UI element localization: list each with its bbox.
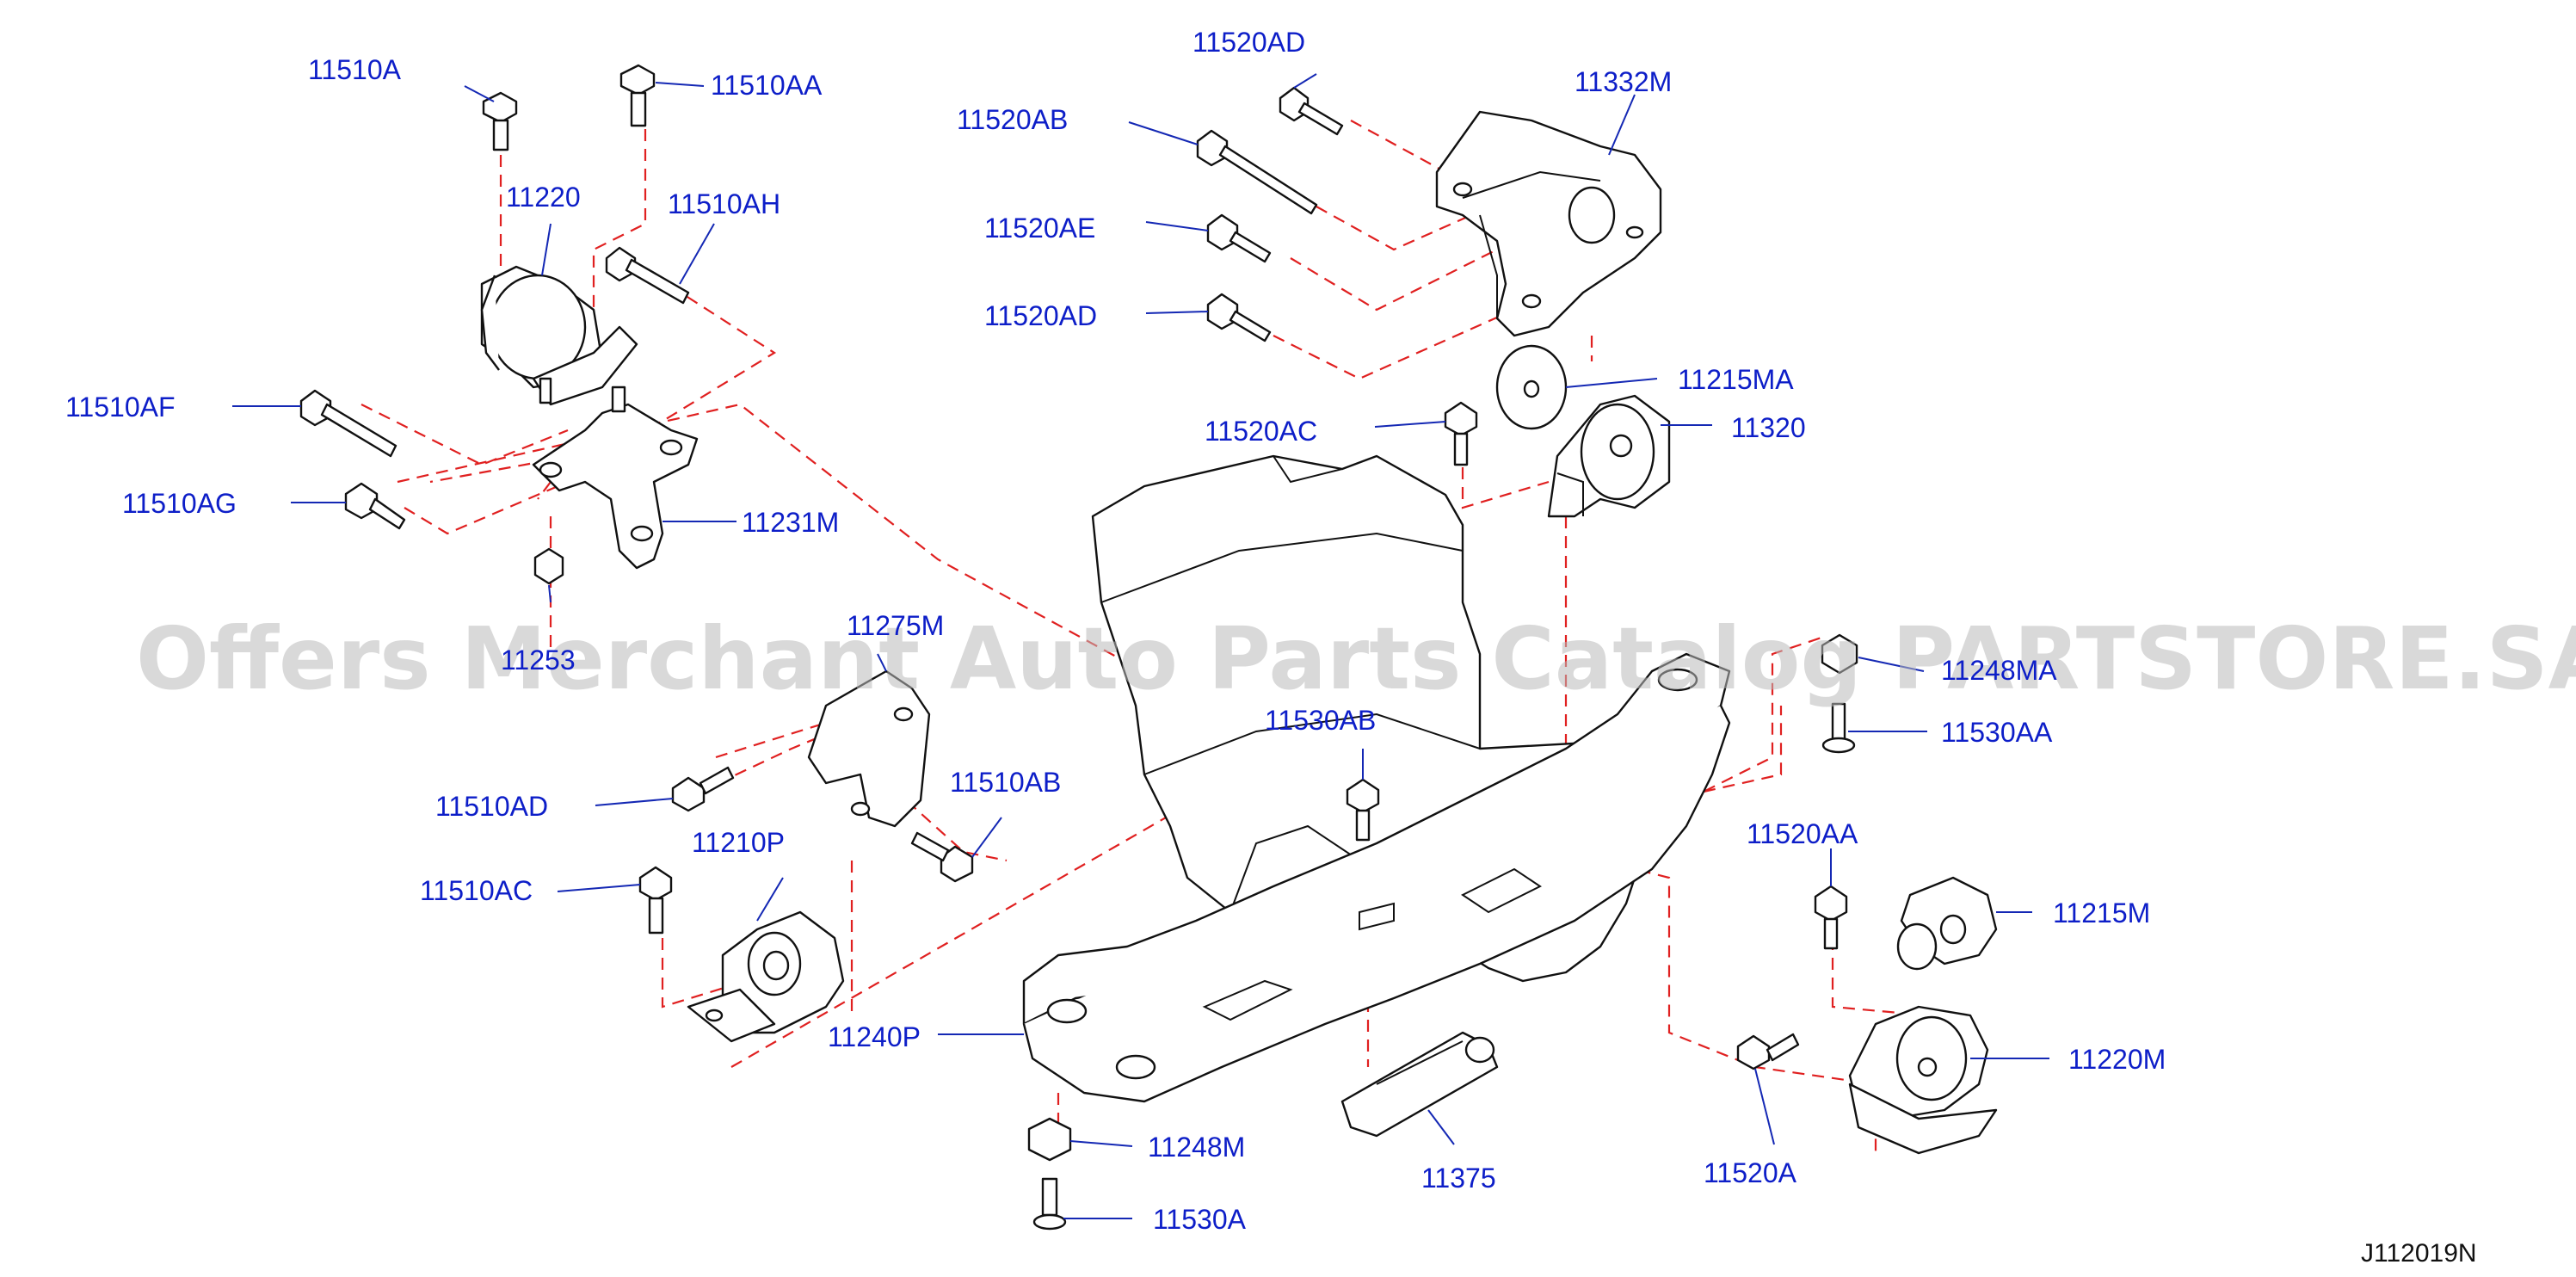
- leader-lines: [232, 73, 2049, 1219]
- label-11275M[interactable]: 11275M: [847, 610, 944, 641]
- bolt-11520AB: [1196, 129, 1318, 215]
- bolt-11510AG: [344, 482, 406, 530]
- bolt-11510AA: [619, 64, 656, 127]
- bolt-11510AD: [671, 766, 735, 812]
- label-11510AH[interactable]: 11510AH: [668, 188, 780, 219]
- washer-11215MA: [1495, 344, 1568, 430]
- label-11520A[interactable]: 11520A: [1704, 1157, 1797, 1188]
- mount-11320: [1547, 394, 1671, 518]
- torque-rod-11375: [1340, 1031, 1499, 1138]
- mount-11210P: [687, 910, 845, 1043]
- mount-11220M: [1848, 1005, 1998, 1155]
- mount-11215M: [1896, 876, 1998, 971]
- label-11510AB[interactable]: 11510AB: [950, 767, 1061, 798]
- dashed-assembly-lines: [361, 120, 1928, 1153]
- label-11215MA[interactable]: 11215MA: [1678, 364, 1794, 395]
- label-11510A[interactable]: 11510A: [308, 54, 402, 85]
- label-11530AA[interactable]: 11530AA: [1941, 717, 2053, 748]
- bracket-11275M: [807, 669, 931, 828]
- crossmember: [1022, 652, 1731, 1103]
- label-11520AA[interactable]: 11520AA: [1747, 818, 1858, 849]
- label-11320[interactable]: 11320: [1731, 412, 1806, 443]
- label-11231M[interactable]: 11231M: [742, 507, 839, 538]
- label-11520AD-top[interactable]: 11520AD: [1192, 27, 1305, 58]
- label-11220M[interactable]: 11220M: [2068, 1044, 2166, 1075]
- nut-11248MA: [1821, 633, 1858, 675]
- label-11220[interactable]: 11220: [506, 182, 581, 213]
- bolt-11520AD: [1206, 293, 1272, 342]
- bolt-11520AC: [1444, 401, 1478, 466]
- part-labels: 11510A 11510AA 11220 11510AH 11510AF 115…: [65, 27, 2166, 1235]
- bolt-11530AA: [1821, 702, 1856, 754]
- label-11510AG[interactable]: 11510AG: [122, 488, 237, 519]
- label-11520AE[interactable]: 11520AE: [984, 213, 1095, 244]
- watermark: Offers Merchant Auto Parts Catalog PARTS…: [136, 608, 2576, 709]
- bracket-11332M: [1435, 110, 1662, 337]
- label-11520AC[interactable]: 11520AC: [1205, 416, 1317, 447]
- label-11240P[interactable]: 11240P: [828, 1021, 921, 1052]
- label-11248M[interactable]: 11248M: [1148, 1132, 1245, 1163]
- bolt-11520AD-top: [1279, 86, 1344, 136]
- bolt-11510AB: [910, 831, 974, 883]
- label-11530AB[interactable]: 11530AB: [1265, 705, 1376, 736]
- label-11375[interactable]: 11375: [1421, 1163, 1496, 1194]
- label-11510AA[interactable]: 11510AA: [711, 70, 823, 101]
- bolt-11510AH: [605, 246, 690, 305]
- bolt-11520AA: [1814, 885, 1848, 950]
- bolt-11520A: [1736, 1033, 1800, 1070]
- nut-11248M: [1027, 1117, 1072, 1162]
- bracket-11231M: [532, 386, 699, 570]
- label-11215M[interactable]: 11215M: [2053, 898, 2150, 928]
- label-11510AC[interactable]: 11510AC: [420, 875, 533, 906]
- bolt-11530AB: [1346, 778, 1380, 842]
- label-11520AB[interactable]: 11520AB: [957, 104, 1068, 135]
- diagram-code: J112019N: [2361, 1239, 2477, 1268]
- bolt-11510AC: [638, 866, 673, 935]
- left-mount-insulator: [480, 265, 638, 406]
- bolt-11530A: [1032, 1177, 1067, 1231]
- label-11332M[interactable]: 11332M: [1575, 66, 1672, 97]
- nut-11253: [533, 547, 564, 585]
- bolt-11510AF: [299, 389, 397, 458]
- label-11530A[interactable]: 11530A: [1153, 1204, 1247, 1235]
- label-11248MA[interactable]: 11248MA: [1941, 655, 2057, 686]
- label-11210P[interactable]: 11210P: [692, 827, 785, 858]
- bolt-11520AE: [1206, 213, 1272, 263]
- label-11510AF[interactable]: 11510AF: [65, 392, 176, 423]
- label-11510AD[interactable]: 11510AD: [435, 791, 548, 822]
- label-11520AD[interactable]: 11520AD: [984, 300, 1097, 331]
- bolt-11510A: [482, 91, 518, 151]
- label-11253[interactable]: 11253: [501, 645, 576, 676]
